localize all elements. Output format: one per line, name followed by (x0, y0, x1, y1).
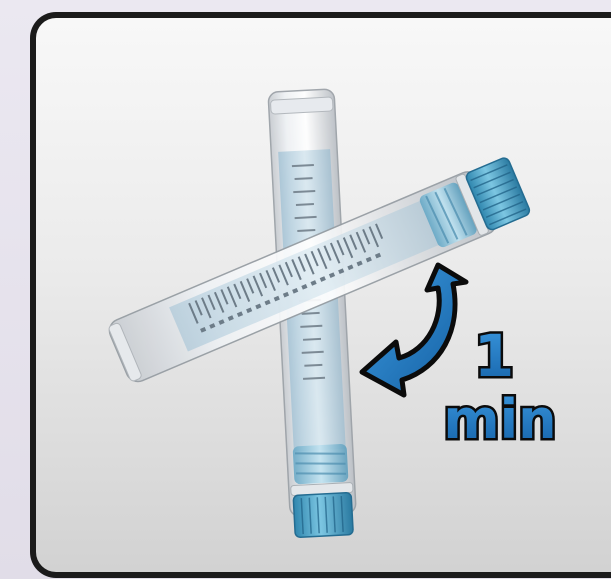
duration-unit: min (443, 388, 556, 451)
duration-value: 1 (474, 322, 514, 390)
duration-label: 1 min (360, 300, 580, 460)
